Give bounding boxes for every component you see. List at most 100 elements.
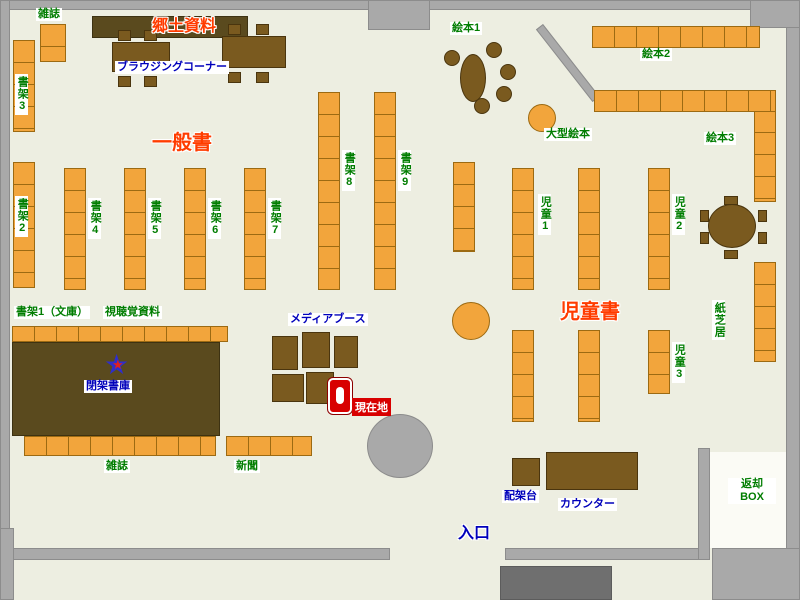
shelf-shoka5 bbox=[124, 168, 146, 290]
shelf-magazines-top bbox=[40, 24, 66, 62]
wall-diagonal bbox=[535, 24, 600, 103]
label-return-box-line1: 返却 bbox=[741, 478, 763, 490]
label-magazines-bottom: 雑誌 bbox=[104, 460, 130, 474]
media-booth-unit bbox=[272, 336, 298, 370]
star-fill-icon: ★ bbox=[112, 357, 124, 372]
media-booth-unit bbox=[334, 336, 358, 368]
local-history-shelf bbox=[92, 16, 248, 38]
chair bbox=[256, 72, 269, 83]
label-children1: 児童1 bbox=[538, 194, 552, 235]
table-round-center bbox=[452, 302, 490, 340]
label-shelf7: 書架7 bbox=[268, 198, 282, 239]
shelf-jido3 bbox=[648, 330, 670, 394]
reading-seat bbox=[496, 86, 512, 102]
children-table-round bbox=[708, 204, 756, 248]
wall-corner-top-right bbox=[750, 0, 800, 28]
label-picture-book3: 絵本3 bbox=[704, 132, 737, 146]
shelf-shoka6 bbox=[184, 168, 206, 290]
shelf-children-low2 bbox=[578, 330, 600, 422]
label-media-booth: メディアブース bbox=[288, 313, 368, 327]
chair bbox=[118, 76, 131, 87]
label-return-box: 返却 BOX bbox=[728, 478, 776, 505]
label-return-box-line2: BOX bbox=[740, 491, 764, 504]
reading-seat-center bbox=[460, 54, 486, 102]
pillar-round bbox=[367, 414, 433, 478]
shelf-jido2 bbox=[648, 168, 670, 290]
label-shelf2: 書架2 bbox=[15, 196, 29, 237]
shelf-children-mid bbox=[578, 168, 600, 290]
shelf-center bbox=[453, 162, 475, 252]
chair bbox=[724, 250, 738, 259]
chair bbox=[228, 72, 241, 83]
wall-return-room-left bbox=[698, 448, 710, 560]
label-shelf8: 書架8 bbox=[342, 150, 356, 191]
label-shelf1-bunko: 書架1（文庫） bbox=[14, 306, 91, 320]
label-shelf5: 書架5 bbox=[148, 198, 162, 239]
label-shelf9: 書架9 bbox=[398, 150, 412, 191]
shelf-children-low1 bbox=[512, 330, 534, 422]
shelf-shoka9 bbox=[374, 92, 396, 290]
shelf-magazines-bottom bbox=[24, 436, 216, 456]
counter-desk bbox=[546, 452, 638, 490]
label-picture-book2: 絵本2 bbox=[640, 48, 673, 62]
chair bbox=[144, 76, 157, 87]
reading-seat bbox=[500, 64, 516, 80]
block-outside-entrance bbox=[500, 566, 612, 600]
shelf-picture-books-top2 bbox=[594, 90, 776, 112]
label-kamishibai: 紙芝居 bbox=[712, 300, 726, 340]
shelf-shoka8 bbox=[318, 92, 340, 290]
media-booth-unit bbox=[302, 332, 330, 368]
wall-right bbox=[786, 0, 800, 560]
shelf-newspaper bbox=[226, 436, 312, 456]
label-browsing-corner: ブラウジングコーナー bbox=[115, 61, 229, 75]
current-location-person-icon bbox=[336, 387, 344, 404]
media-booth-unit bbox=[272, 374, 304, 402]
label-entrance: 入口 bbox=[458, 525, 491, 542]
star-outline-icon: ★ bbox=[104, 349, 130, 380]
chair bbox=[758, 232, 767, 244]
label-shelf6: 書架6 bbox=[208, 198, 222, 239]
wall-left bbox=[0, 0, 10, 548]
wall-pillar-top bbox=[368, 0, 430, 30]
chair bbox=[700, 232, 709, 244]
shelf-right-wall-lower bbox=[754, 262, 776, 362]
sorting-table-desk bbox=[512, 458, 540, 486]
shelf-shoka7 bbox=[244, 168, 266, 290]
label-children2: 児童2 bbox=[672, 194, 686, 235]
label-large-picture-book: 大型絵本 bbox=[544, 128, 592, 142]
closed-stacks-star-icon: ★ ★ bbox=[104, 350, 134, 380]
large-picture-book-stand bbox=[528, 104, 556, 132]
label-sorting-table: 配架台 bbox=[502, 490, 539, 504]
chair bbox=[118, 30, 131, 41]
wall-corner-bottom-left bbox=[0, 528, 14, 600]
label-children-books: 児童書 bbox=[560, 301, 620, 323]
reading-seat bbox=[474, 98, 490, 114]
chair bbox=[144, 30, 157, 41]
chair bbox=[724, 196, 738, 205]
label-audio-visual: 視聴覚資料 bbox=[103, 306, 162, 320]
label-children3: 児童3 bbox=[672, 342, 686, 383]
reading-seat bbox=[444, 50, 460, 66]
label-counter: カウンター bbox=[558, 498, 617, 512]
shelf-bunko-row bbox=[12, 326, 228, 342]
label-closed-stacks: 閉架書庫 bbox=[84, 380, 132, 394]
reading-seat bbox=[486, 42, 502, 58]
wall-bottom-right bbox=[505, 548, 703, 560]
current-location-marker bbox=[328, 378, 352, 414]
label-current-location: 現在地 bbox=[352, 398, 391, 416]
label-picture-book1: 絵本1 bbox=[450, 22, 483, 36]
label-magazines-top: 雑誌 bbox=[36, 8, 62, 22]
block-bottom-right bbox=[712, 548, 800, 600]
chair bbox=[228, 24, 241, 35]
chair bbox=[758, 210, 767, 222]
chair bbox=[256, 24, 269, 35]
label-shelf3: 書架3 bbox=[15, 74, 29, 115]
shelf-jido1 bbox=[512, 168, 534, 290]
shelf-picture-books-top1 bbox=[592, 26, 760, 48]
label-shelf4: 書架4 bbox=[88, 198, 102, 239]
shelf-right-wall-upper bbox=[754, 110, 776, 202]
label-general-books: 一般書 bbox=[152, 132, 212, 154]
label-local-history: 郷土資料 bbox=[152, 18, 217, 35]
browsing-table-2 bbox=[222, 36, 286, 68]
